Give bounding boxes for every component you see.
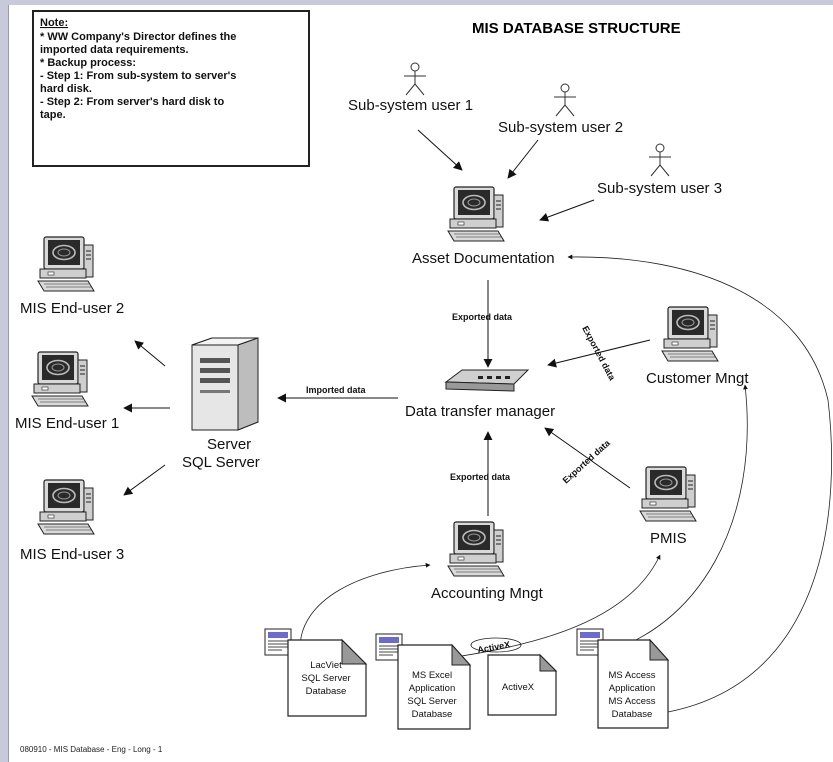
server-icon (191, 337, 259, 431)
document-ms-excel: MS Excel Application SQL Server Database (397, 643, 472, 730)
computer-icon (37, 479, 95, 535)
doc-line: Database (412, 709, 453, 720)
note-line: * Backup process: (40, 57, 136, 69)
arrow (417, 129, 463, 171)
arrow (134, 340, 166, 367)
doc-line: Database (612, 709, 653, 720)
doc-line: SQL Server (407, 696, 456, 707)
note-line: - Step 1: From sub-system to server's (40, 70, 236, 82)
server-label: Server (207, 436, 251, 453)
server-sql-label: SQL Server (182, 454, 260, 471)
doc-line: Application (409, 683, 455, 694)
link-curve (447, 554, 661, 659)
spreadsheet-icon (264, 628, 292, 656)
exported-data-label: Exported data (450, 472, 511, 482)
doc-line: MS Access (609, 696, 656, 707)
note-line: hard disk. (40, 83, 92, 95)
data-transfer-manager-label: Data transfer manager (405, 403, 555, 420)
computer-icon (447, 521, 505, 577)
user-icon (648, 143, 672, 177)
doc-line: SQL Server (301, 673, 350, 684)
imported-data-label: Imported data (306, 385, 367, 395)
window-left-border (0, 0, 9, 762)
mis-end-user-1-label: MIS End-user 1 (15, 415, 119, 432)
arrow (547, 339, 651, 368)
computer-icon (447, 186, 505, 242)
customer-mngt-label: Customer Mngt (646, 370, 749, 387)
footer-text: 080910 - MIS Database - Eng - Long - 1 (20, 745, 163, 754)
activex-ellipse (470, 637, 522, 653)
arrow (123, 464, 166, 496)
mis-end-user-2-label: MIS End-user 2 (20, 300, 124, 317)
sub-system-user-2-label: Sub-system user 2 (498, 119, 623, 136)
exported-data-label: Exported data (452, 312, 513, 322)
doc-line: MS Excel (412, 670, 452, 681)
note-line: - Step 2: From server's hard disk to (40, 96, 224, 108)
computer-icon (639, 466, 697, 522)
user-icon (553, 83, 577, 117)
doc-line: Database (306, 686, 347, 697)
pmis-label: PMIS (650, 530, 687, 547)
note-box: Note: * WW Company's Director defines th… (32, 10, 310, 167)
doc-line: MS Access (609, 670, 656, 681)
sub-system-user-1-label: Sub-system user 1 (348, 97, 473, 114)
note-line: * WW Company's Director defines the (40, 31, 236, 43)
mis-end-user-3-label: MIS End-user 3 (20, 546, 124, 563)
computer-icon (37, 236, 95, 292)
accounting-mngt-label: Accounting Mngt (431, 585, 544, 602)
computer-icon (31, 351, 89, 407)
arrow (539, 199, 595, 222)
note-heading: Note: (40, 17, 68, 29)
arrow (544, 427, 631, 489)
network-switch-icon (444, 369, 530, 392)
diagram-title: MIS DATABASE STRUCTURE (472, 20, 681, 37)
link-curve (299, 562, 431, 649)
document-activex: ActiveX (487, 653, 558, 716)
window-top-border (8, 0, 833, 5)
asset-documentation-label: Asset Documentation (412, 250, 555, 267)
sub-system-user-3-label: Sub-system user 3 (597, 180, 722, 197)
doc-line: ActiveX (502, 682, 535, 693)
computer-icon (661, 306, 719, 362)
note-line: tape. (40, 109, 66, 121)
doc-line: LacViet (310, 660, 342, 671)
doc-line: Application (609, 683, 655, 694)
exported-data-label: Exported data (580, 324, 617, 383)
user-icon (403, 62, 427, 96)
document-ms-access: MS Access Application MS Access Database (597, 638, 670, 729)
activex-label: ActiveX (477, 639, 511, 655)
document-lacviet: LacViet SQL Server Database (287, 638, 368, 717)
note-line: imported data requirements. (40, 44, 189, 56)
arrow (507, 139, 539, 179)
